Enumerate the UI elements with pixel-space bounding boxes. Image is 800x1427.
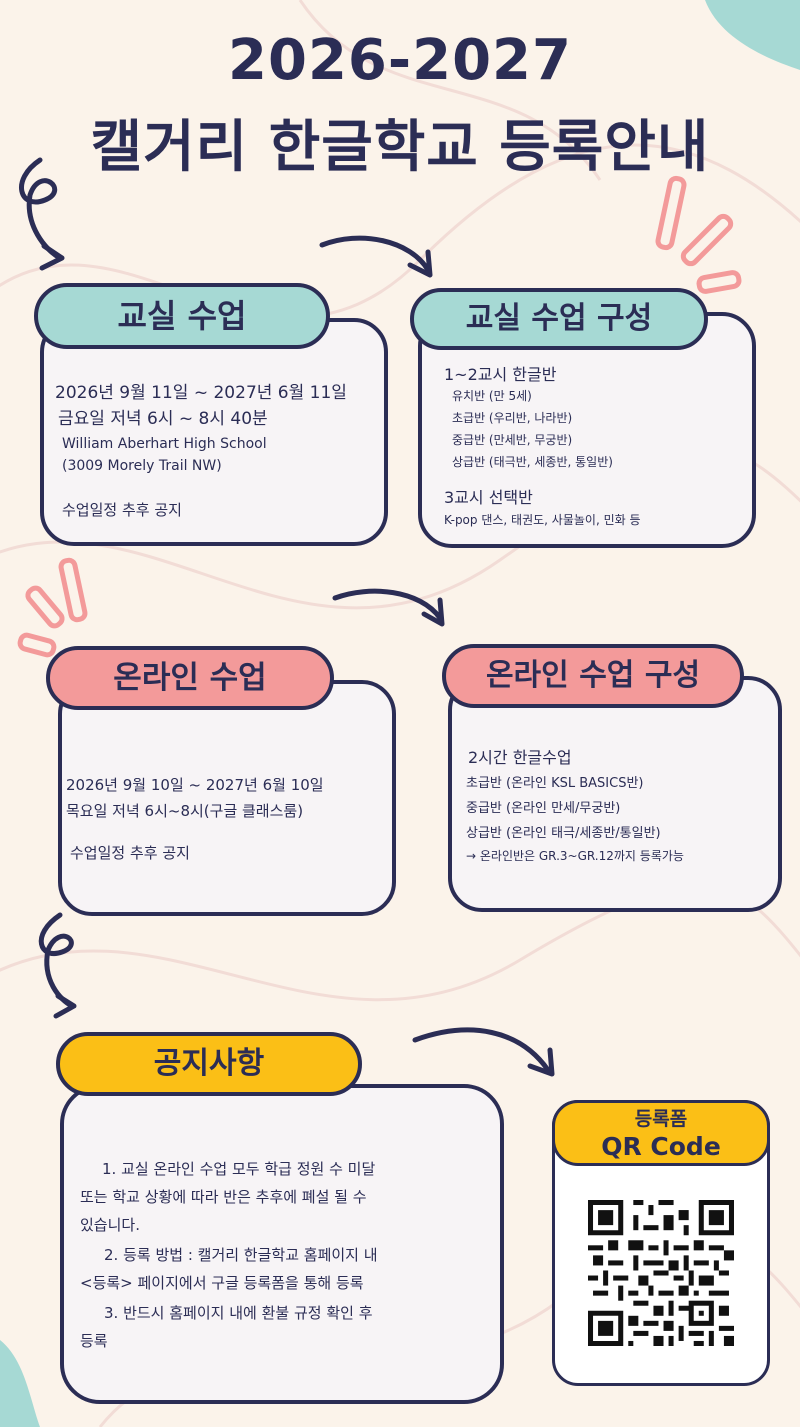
online-structure-label: 온라인 수업 구성	[442, 644, 744, 708]
classroom-label: 교실 수업	[34, 283, 330, 349]
level-item: 상급반 (태극반, 세종반, 통일반)	[452, 455, 613, 469]
qr-label-code: QR Code	[601, 1132, 721, 1161]
period3-options: K-pop 댄스, 태권도, 사물놀이, 민화 등	[444, 513, 641, 527]
period12-title: 1~2교시 한글반	[444, 365, 557, 384]
notice-line: 3. 반드시 홈페이지 내에 환불 규정 확인 후	[104, 1304, 373, 1322]
classroom-school: William Aberhart High School	[62, 436, 267, 452]
online-structure-card	[448, 676, 782, 912]
period3-title: 3교시 선택반	[444, 488, 533, 507]
notice-line: 1. 교실 온라인 수업 모두 학급 정원 수 미달	[102, 1160, 376, 1178]
online-registration-note: → 온라인반은 GR.3~GR.12까지 등록가능	[466, 849, 684, 863]
level-item: 중급반 (만세반, 무궁반)	[452, 433, 573, 447]
notice-line: 또는 학교 상황에 따라 반은 추후에 폐설 될 수	[80, 1188, 367, 1206]
online-level-item: 초급반 (온라인 KSL BASICS반)	[466, 776, 644, 791]
online-date-range: 2026년 9월 10일 ~ 2027년 6월 10일	[66, 776, 324, 794]
classroom-time: 금요일 저녁 6시 ~ 8시 40분	[58, 409, 268, 429]
classroom-address: (3009 Morely Trail NW)	[62, 458, 222, 474]
classroom-date-range: 2026년 9월 11일 ~ 2027년 6월 11일	[55, 383, 347, 403]
online-level-item: 중급반 (온라인 만세/무궁반)	[466, 801, 621, 816]
notice-line: 2. 등록 방법 : 캘거리 한글학교 홈페이지 내	[104, 1246, 378, 1264]
online-card	[58, 680, 396, 916]
online-structure-title: 2시간 한글수업	[468, 748, 572, 767]
classroom-schedule-note: 수업일정 추후 공지	[62, 501, 182, 519]
level-item: 유치반 (만 5세)	[452, 389, 532, 403]
online-time: 목요일 저녁 6시~8시(구글 클래스룸)	[66, 802, 304, 820]
online-label: 온라인 수업	[46, 646, 334, 710]
page-title: 캘거리 한글학교 등록안내	[90, 115, 710, 180]
notice-line: 등록	[80, 1332, 108, 1350]
title-year: 2026-2027	[228, 28, 572, 93]
notice-line: 있습니다.	[80, 1216, 140, 1234]
notice-line: <등록> 페이지에서 구글 등록폼을 통해 등록	[80, 1274, 364, 1292]
classroom-card	[40, 318, 388, 546]
qr-label-form: 등록폼	[634, 1108, 688, 1130]
notice-label: 공지사항	[56, 1032, 362, 1096]
classroom-structure-card	[418, 312, 756, 548]
level-item: 초급반 (우리반, 나라반)	[452, 411, 573, 425]
qr-code-image[interactable]	[588, 1200, 734, 1346]
qr-header	[552, 1100, 770, 1166]
online-schedule-note: 수업일정 추후 공지	[70, 844, 190, 862]
online-level-item: 상급반 (온라인 태극/세종반/통일반)	[466, 826, 661, 841]
classroom-structure-label: 교실 수업 구성	[410, 288, 708, 350]
